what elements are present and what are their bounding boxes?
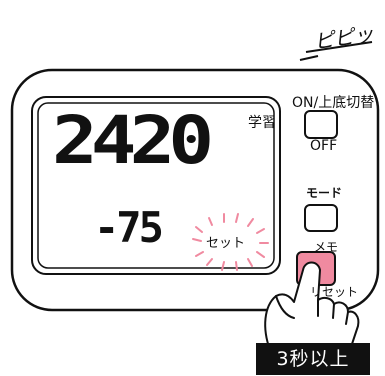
lcd-learn-label: 学習 [248, 115, 276, 131]
reset-label: リセット [310, 285, 359, 299]
lcd-small-digits: -75 [94, 203, 164, 252]
memo-label: メモ [314, 240, 339, 254]
sound-underline [299, 41, 373, 61]
set-glow-rays [192, 213, 269, 271]
lcd-main-digits: 2420 [52, 102, 214, 179]
power-button[interactable] [304, 110, 338, 139]
lcd-set-indicator: セット [206, 236, 246, 251]
mode-button[interactable] [304, 204, 338, 232]
pointing-hand-icon [264, 261, 360, 351]
off-label: OFF [310, 138, 338, 154]
mode-button-label: モード [306, 186, 343, 200]
power-button-label: ON/上底切替 [292, 95, 375, 111]
hold-duration-badge: 3秒以上 [256, 343, 370, 375]
lcd-screen [37, 102, 275, 269]
